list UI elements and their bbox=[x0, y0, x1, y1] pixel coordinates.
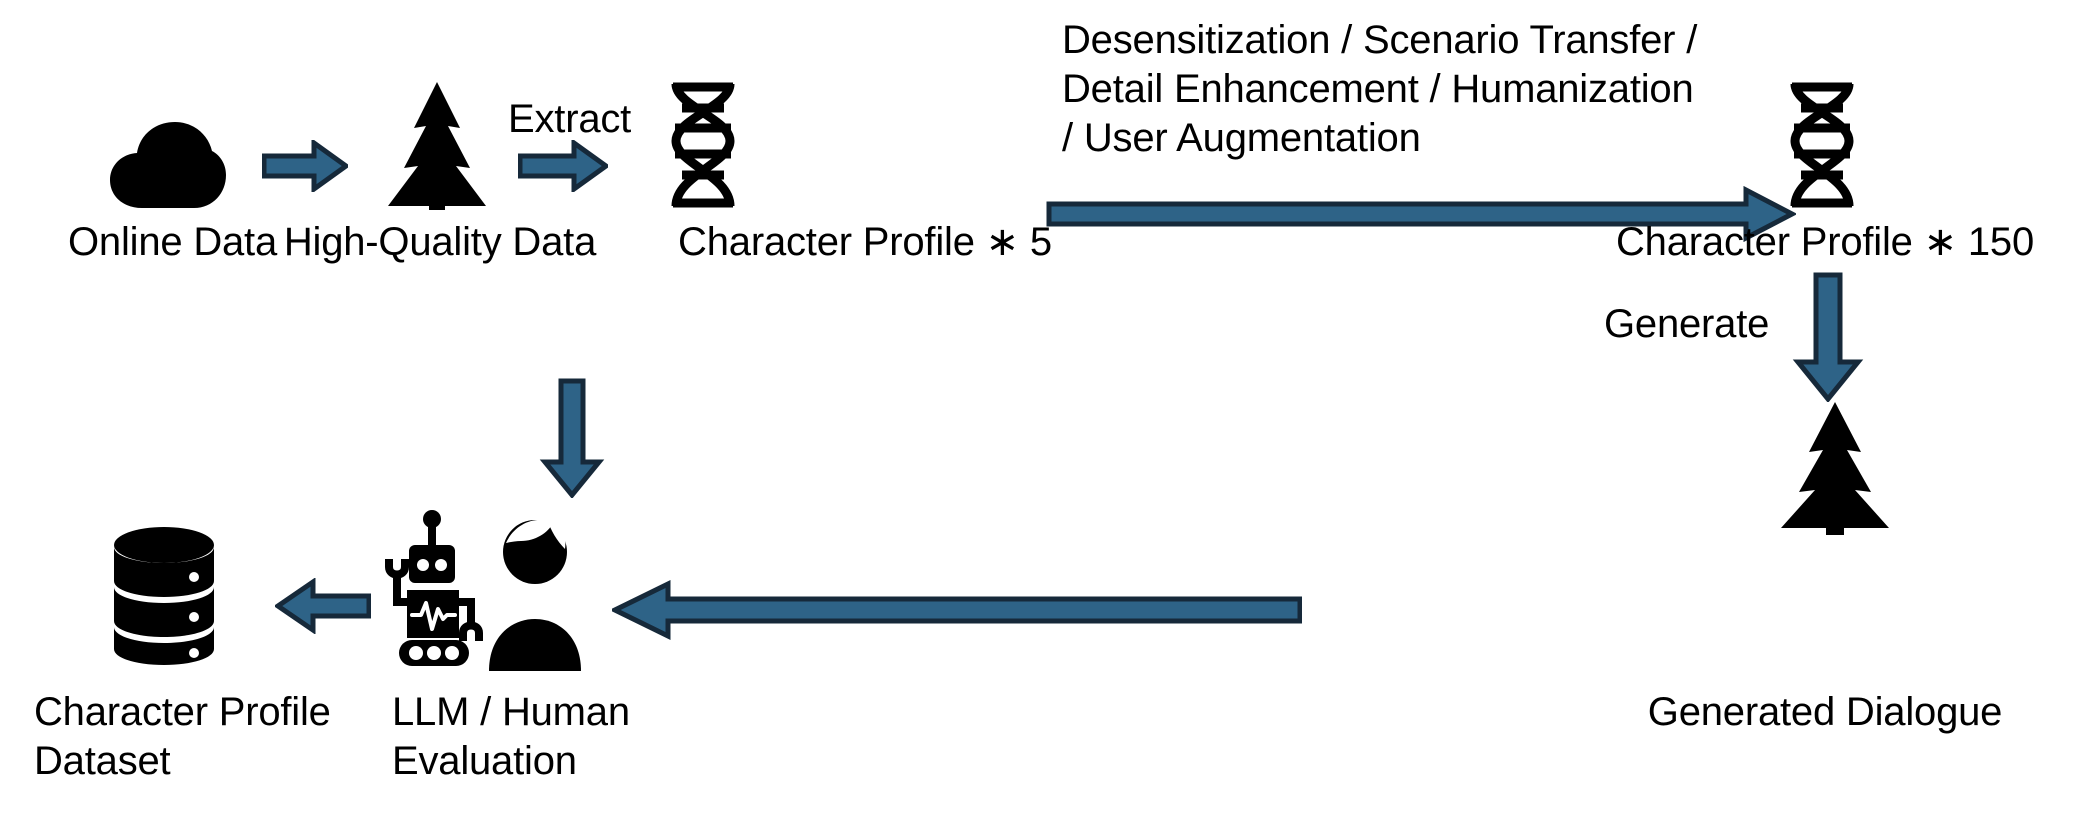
edge-label-transformations: Desensitization / Scenario Transfer / De… bbox=[1062, 18, 1698, 160]
arrow-profile150-to-dialogue bbox=[1792, 272, 1864, 403]
dna-helix-icon bbox=[660, 80, 746, 210]
node-label-generated-dialogue: Generated Dialogue bbox=[1647, 690, 2003, 734]
tree-icon-2 bbox=[1775, 400, 1895, 535]
database-icon bbox=[112, 525, 216, 665]
arrow-online-to-quality bbox=[261, 138, 351, 194]
edge-label-generate: Generate bbox=[1604, 302, 1770, 346]
node-label-evaluation: LLM / Human Evaluation bbox=[392, 690, 630, 783]
node-label-high-quality-data: High-Quality Data bbox=[283, 220, 597, 264]
cloud-icon bbox=[108, 120, 228, 210]
node-label-profile-150: Character Profile ∗ 150 bbox=[1616, 220, 2034, 264]
tree-icon bbox=[382, 80, 492, 210]
node-label-online-data: Online Data bbox=[67, 220, 278, 264]
arrow-quality-to-evaluation bbox=[537, 378, 607, 499]
edge-label-extract: Extract bbox=[508, 97, 632, 141]
node-label-profile-5: Character Profile ∗ 5 bbox=[678, 220, 1052, 264]
arrow-dialogue-to-evaluation bbox=[609, 579, 1303, 641]
arrow-profile5-to-profile150 bbox=[1046, 185, 1798, 243]
node-label-profile-dataset: Character Profile Dataset bbox=[34, 690, 331, 783]
arrow-evaluation-to-dataset bbox=[273, 577, 372, 635]
arrow-quality-to-profile5 bbox=[517, 138, 611, 194]
dna-helix-icon-2 bbox=[1779, 80, 1865, 210]
robot-and-person-icon bbox=[385, 505, 585, 675]
